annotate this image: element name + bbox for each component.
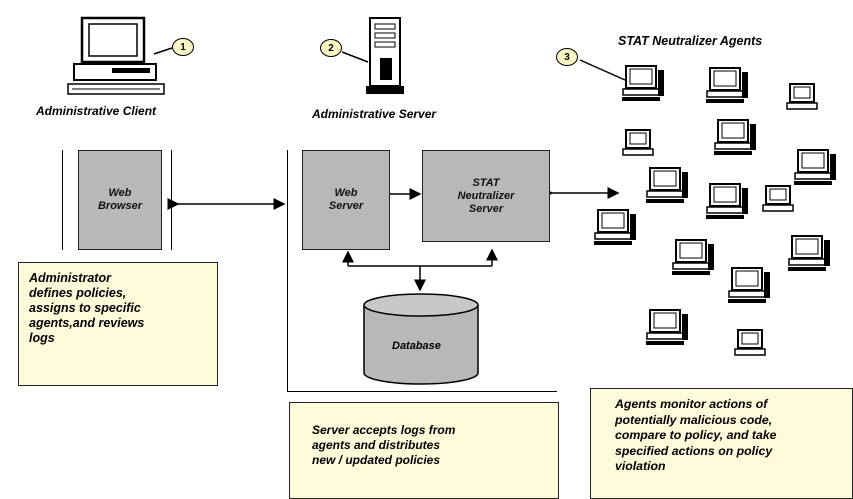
workstation-icon (646, 309, 688, 345)
admin-note-line: agents,and reviews (29, 316, 145, 330)
agents-note-line: Agents monitor actions of (615, 397, 768, 411)
web-browser-line-2: Browser (97, 200, 143, 212)
workstation-icon (622, 65, 664, 101)
database-cylinder (363, 293, 479, 385)
workstation-icon (706, 183, 748, 219)
workstation-icon (706, 67, 748, 103)
server-note: Server accepts logs from agents and dist… (289, 402, 559, 499)
agents-title: STAT Neutralizer Agents (618, 34, 763, 48)
workstation-icon (762, 185, 794, 212)
desktop-computer-icon (67, 16, 165, 95)
agents-note-line: potentially malicious code, (615, 412, 773, 427)
server-bottom-divider (287, 391, 557, 392)
web-server-line-2: Server (328, 200, 364, 212)
stat-line-1: STAT (472, 176, 500, 189)
web-browser-line-1: Web (108, 187, 132, 199)
workstation-icon (594, 209, 636, 245)
agents-note-line: specified actions on policy (615, 443, 773, 458)
stat-line-2: Neutralizer (457, 189, 515, 202)
server-divider (287, 150, 288, 392)
client-divider-right (171, 150, 172, 250)
admin-client-label: Administrative Client (36, 104, 157, 118)
admin-note-line: assigns to specific (29, 301, 141, 315)
server-note-line: Server accepts logs from (312, 423, 456, 437)
workstation-icon (728, 267, 770, 303)
workstation-icon (672, 239, 714, 275)
client-divider-left (62, 150, 63, 250)
admin-note-line: defines policies, (29, 286, 127, 300)
workstation-icon (788, 235, 830, 271)
server-note-line: agents and distributes (312, 438, 441, 452)
workstation-icon (786, 83, 818, 110)
admin-note-line: Administrator (29, 271, 111, 285)
admin-note-line: logs (29, 331, 55, 345)
workstation-icon (714, 119, 756, 155)
agents-note-line: violation (615, 459, 666, 473)
callout-1: 1 (172, 38, 194, 56)
workstation-icon (646, 167, 688, 203)
callout-2: 2 (320, 39, 342, 57)
admin-server-label: Administrative Server (312, 107, 437, 121)
web-server-line-1: Web (334, 187, 358, 199)
agents-note-line: compare to policy, and take (615, 428, 777, 442)
workstation-icon (794, 149, 836, 185)
callout-3: 3 (556, 48, 578, 66)
database-connector (342, 248, 498, 292)
tower-server-icon (366, 17, 404, 94)
stat-line-3: Server (468, 202, 504, 215)
agents-note: Agents monitor actions of potentially ma… (590, 388, 853, 499)
admin-note: Administrator defines policies, assigns … (18, 262, 218, 386)
server-note-line: new / updated policies (312, 453, 441, 467)
workstation-icon (734, 329, 766, 356)
workstation-icon (622, 129, 654, 156)
agent-workstations (594, 65, 836, 356)
database-label: Database (392, 340, 441, 352)
